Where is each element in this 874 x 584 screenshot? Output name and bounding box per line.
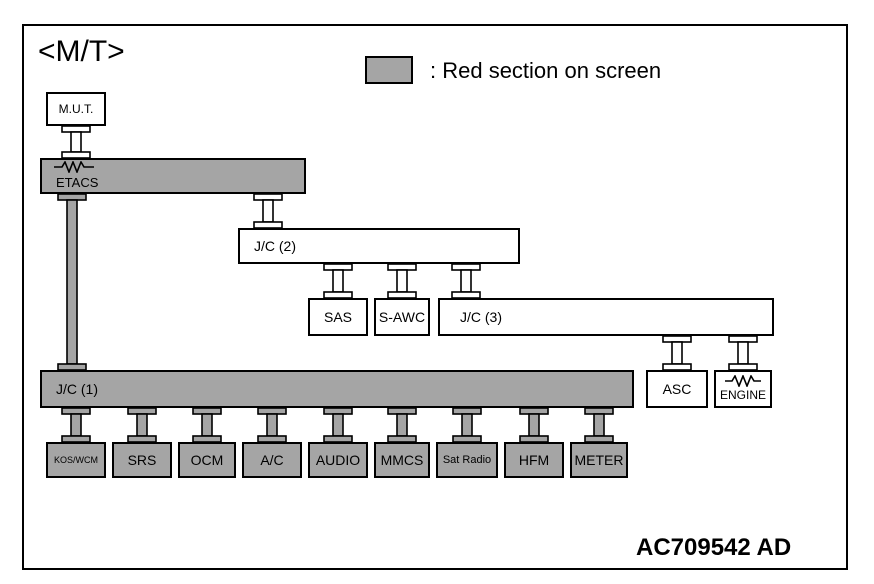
sas-box: SAS [308, 298, 368, 336]
audio-box: AUDIO [308, 442, 368, 478]
jc2-box: J/C (2) [238, 228, 520, 264]
hfm-box: HFM [504, 442, 564, 478]
mut-box: M.U.T. [46, 92, 106, 126]
terminating-resistor-icon [54, 161, 94, 173]
legend-swatch [365, 56, 413, 84]
connector-wire [70, 413, 82, 437]
engine-label: ENGINE [719, 388, 766, 402]
connector-wire [737, 341, 749, 365]
connector-cap [662, 335, 692, 343]
connector-wire [262, 199, 274, 223]
connector-cap [192, 407, 222, 415]
connector-wire [528, 413, 540, 437]
connector-wire [136, 413, 148, 437]
ac-box: A/C [242, 442, 302, 478]
connector-wire [70, 131, 82, 153]
terminating-resistor-icon [725, 375, 761, 387]
connector-wire [593, 413, 605, 437]
connector-cap [323, 407, 353, 415]
connector-cap [257, 407, 287, 415]
connector-wire [332, 269, 344, 293]
connector-wire [461, 413, 473, 437]
connector-cap [728, 335, 758, 343]
jc3-box: J/C (3) [438, 298, 774, 336]
kos-wcm-box: KOS/WCM [46, 442, 106, 478]
connector-cap [61, 125, 91, 133]
jc1-box: J/C (1) [40, 370, 634, 408]
sat-radio-box: Sat Radio [436, 442, 498, 478]
connector-cap [61, 407, 91, 415]
srs-box: SRS [112, 442, 172, 478]
connector-wire [201, 413, 213, 437]
connector-cap [253, 193, 283, 201]
mmcs-box: MMCS [374, 442, 430, 478]
transmission-mode-title: <M/T> [38, 35, 125, 68]
meter-box: METER [570, 442, 628, 478]
connector-wire [266, 413, 278, 437]
connector-cap [519, 407, 549, 415]
s-awc-box: S-AWC [374, 298, 430, 336]
connector-wire [396, 413, 408, 437]
connector-cap [387, 263, 417, 271]
etacs-label: ETACS [56, 175, 99, 190]
connector-wire [66, 199, 78, 365]
connector-wire [460, 269, 472, 293]
diagram-frame [22, 24, 848, 570]
connector-wire [396, 269, 408, 293]
ocm-box: OCM [178, 442, 236, 478]
asc-box: ASC [646, 370, 708, 408]
connector-cap [451, 263, 481, 271]
legend-text: : Red section on screen [430, 58, 662, 83]
etacs-box: ETACS [40, 158, 306, 194]
connector-wire [332, 413, 344, 437]
connector-cap [584, 407, 614, 415]
connector-cap [452, 407, 482, 415]
connector-cap [323, 263, 353, 271]
connector-cap [57, 193, 87, 201]
connector-wire [671, 341, 683, 365]
figure-code: AC709542 AD [636, 534, 792, 561]
connector-cap [127, 407, 157, 415]
connector-cap [387, 407, 417, 415]
